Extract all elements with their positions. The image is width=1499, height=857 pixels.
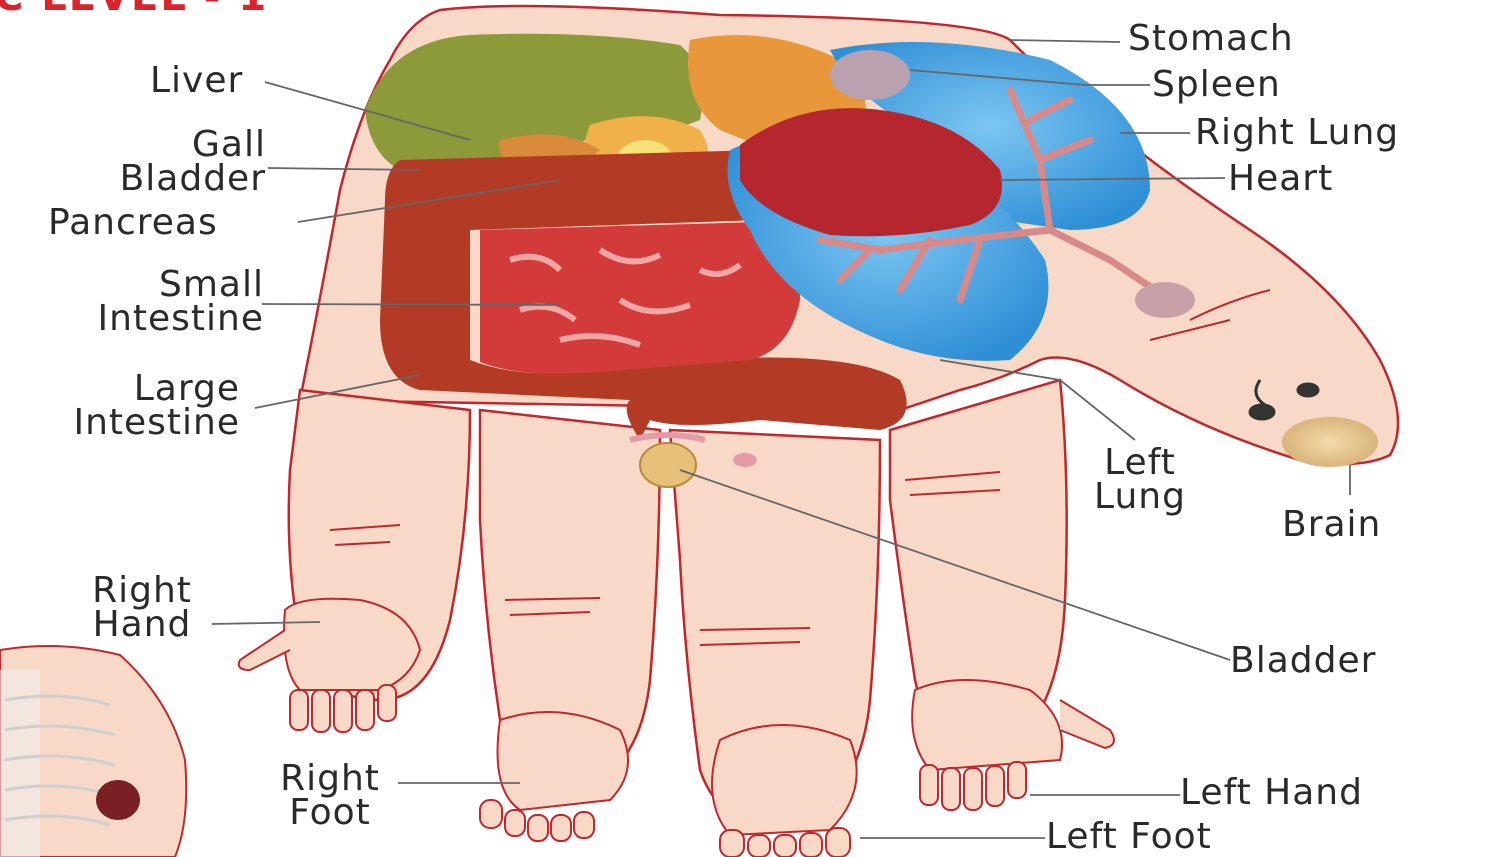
label-heart: Heart — [1228, 162, 1333, 196]
label-right-foot: Right Foot — [262, 762, 398, 830]
label-right-hand: Right Hand — [70, 574, 214, 642]
label-large-intestine-line2: Intestine — [16, 406, 240, 440]
label-left-lung-line1: Left — [1080, 446, 1200, 480]
label-gall-bladder-line1: Gall — [60, 128, 266, 162]
label-gall-bladder: Gall Bladder — [60, 128, 266, 196]
label-right-foot-line2: Foot — [262, 796, 398, 830]
torso-thumbnail — [0, 646, 186, 857]
small-intestine-shape — [480, 222, 800, 374]
label-large-intestine-line1: Large — [16, 372, 240, 406]
label-spleen: Spleen — [1152, 68, 1281, 102]
label-small-intestine: Small Intestine — [40, 268, 264, 336]
label-large-intestine: Large Intestine — [16, 372, 240, 440]
label-liver: Liver — [150, 64, 243, 98]
label-brain: Brain — [1282, 508, 1381, 542]
label-right-hand-line2: Hand — [70, 608, 214, 642]
label-stomach: Stomach — [1128, 22, 1294, 56]
kidney-icon — [96, 780, 140, 820]
label-left-hand: Left Hand — [1180, 776, 1363, 810]
label-small-intestine-line1: Small — [40, 268, 264, 302]
brain-shape — [1282, 417, 1378, 467]
label-right-hand-line1: Right — [70, 574, 214, 608]
label-right-lung: Right Lung — [1195, 116, 1399, 150]
label-gall-bladder-line2: Bladder — [60, 162, 266, 196]
label-small-intestine-line2: Intestine — [40, 302, 264, 336]
label-pancreas: Pancreas — [48, 206, 218, 240]
bladder-shape — [640, 443, 696, 487]
label-bladder: Bladder — [1230, 644, 1376, 678]
label-right-foot-line1: Right — [262, 762, 398, 796]
spleen-shape — [830, 50, 910, 100]
diagram-title: C LEVEL - 1 — [0, 0, 268, 20]
label-left-lung-line2: Lung — [1080, 480, 1200, 514]
label-left-foot: Left Foot — [1046, 820, 1212, 854]
label-left-lung: Left Lung — [1080, 446, 1200, 514]
